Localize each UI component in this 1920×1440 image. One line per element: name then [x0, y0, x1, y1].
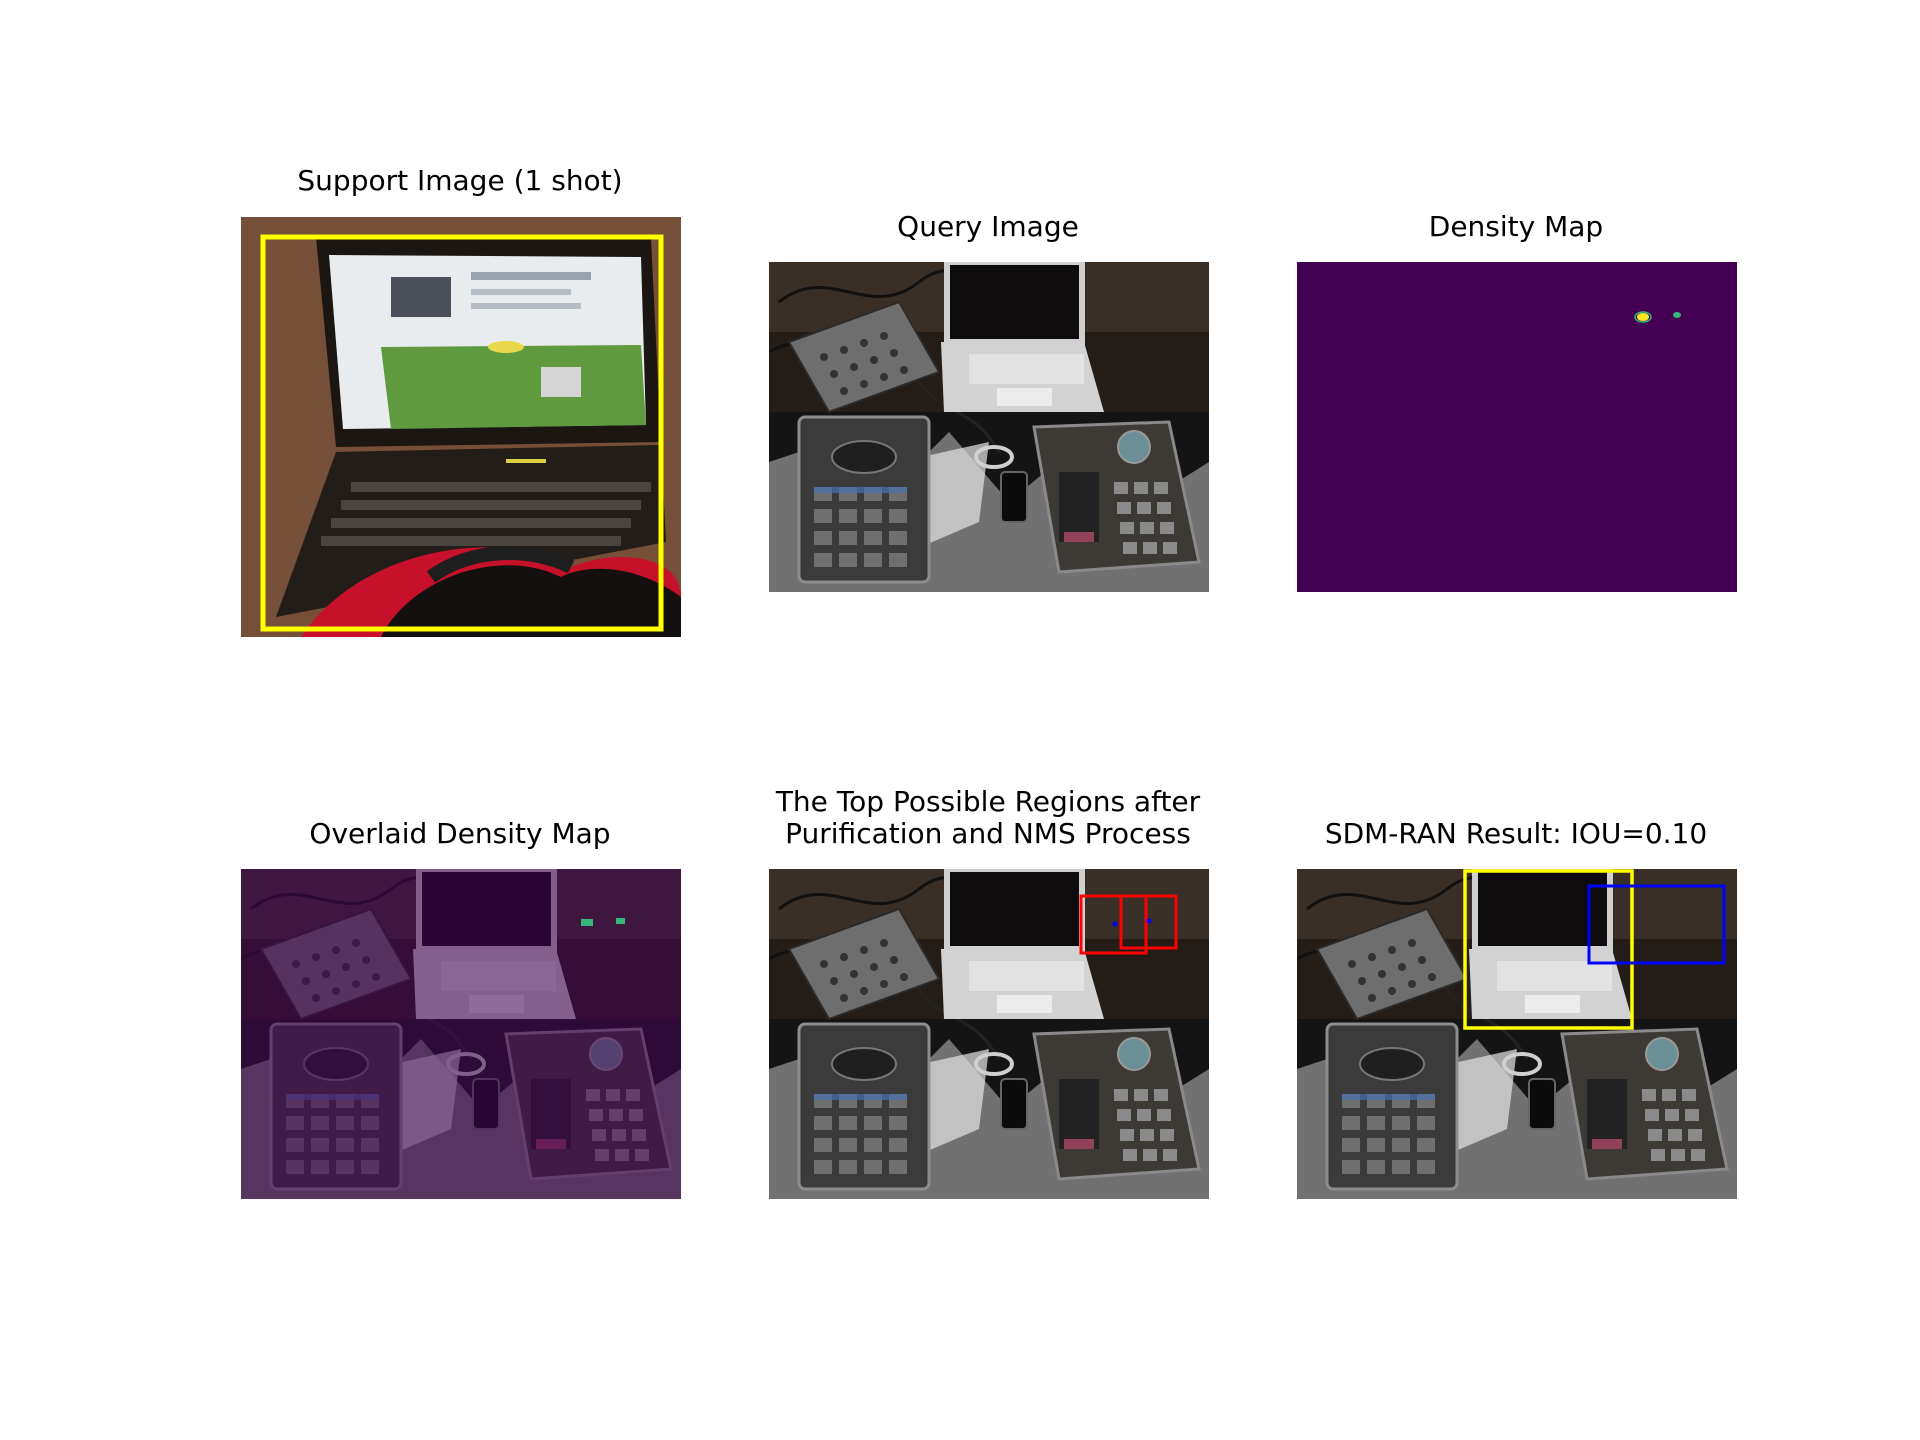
- support-box: [260, 234, 664, 632]
- top-regions-image: [769, 869, 1209, 1199]
- density-peak: [1637, 313, 1649, 321]
- result-title: SDM-RAN Result: IOU=0.10: [1324, 817, 1708, 850]
- density-peak-outer: [1634, 311, 1652, 323]
- query-image: [769, 262, 1209, 592]
- support-image: [241, 217, 681, 637]
- top-regions-title-line1: The Top Possible Regions after: [775, 785, 1201, 818]
- density-peak-secondary: [1673, 312, 1681, 318]
- ground-truth-box: [1463, 869, 1634, 1030]
- predicted-box: [1587, 884, 1726, 965]
- overlaid-density-map: [241, 869, 681, 1199]
- result-image: [1297, 869, 1737, 1199]
- overlaid-density-map-title: Overlaid Density Map: [309, 817, 611, 850]
- density-map-title: Density Map: [1428, 210, 1604, 243]
- support-image-title: Support Image (1 shot): [297, 164, 623, 197]
- top-regions-title-line2: Purification and NMS Process: [785, 817, 1191, 850]
- candidate-box: [1079, 894, 1148, 955]
- density-map: [1297, 262, 1737, 592]
- query-image-title: Query Image: [897, 210, 1079, 243]
- candidate-box: [1119, 894, 1178, 950]
